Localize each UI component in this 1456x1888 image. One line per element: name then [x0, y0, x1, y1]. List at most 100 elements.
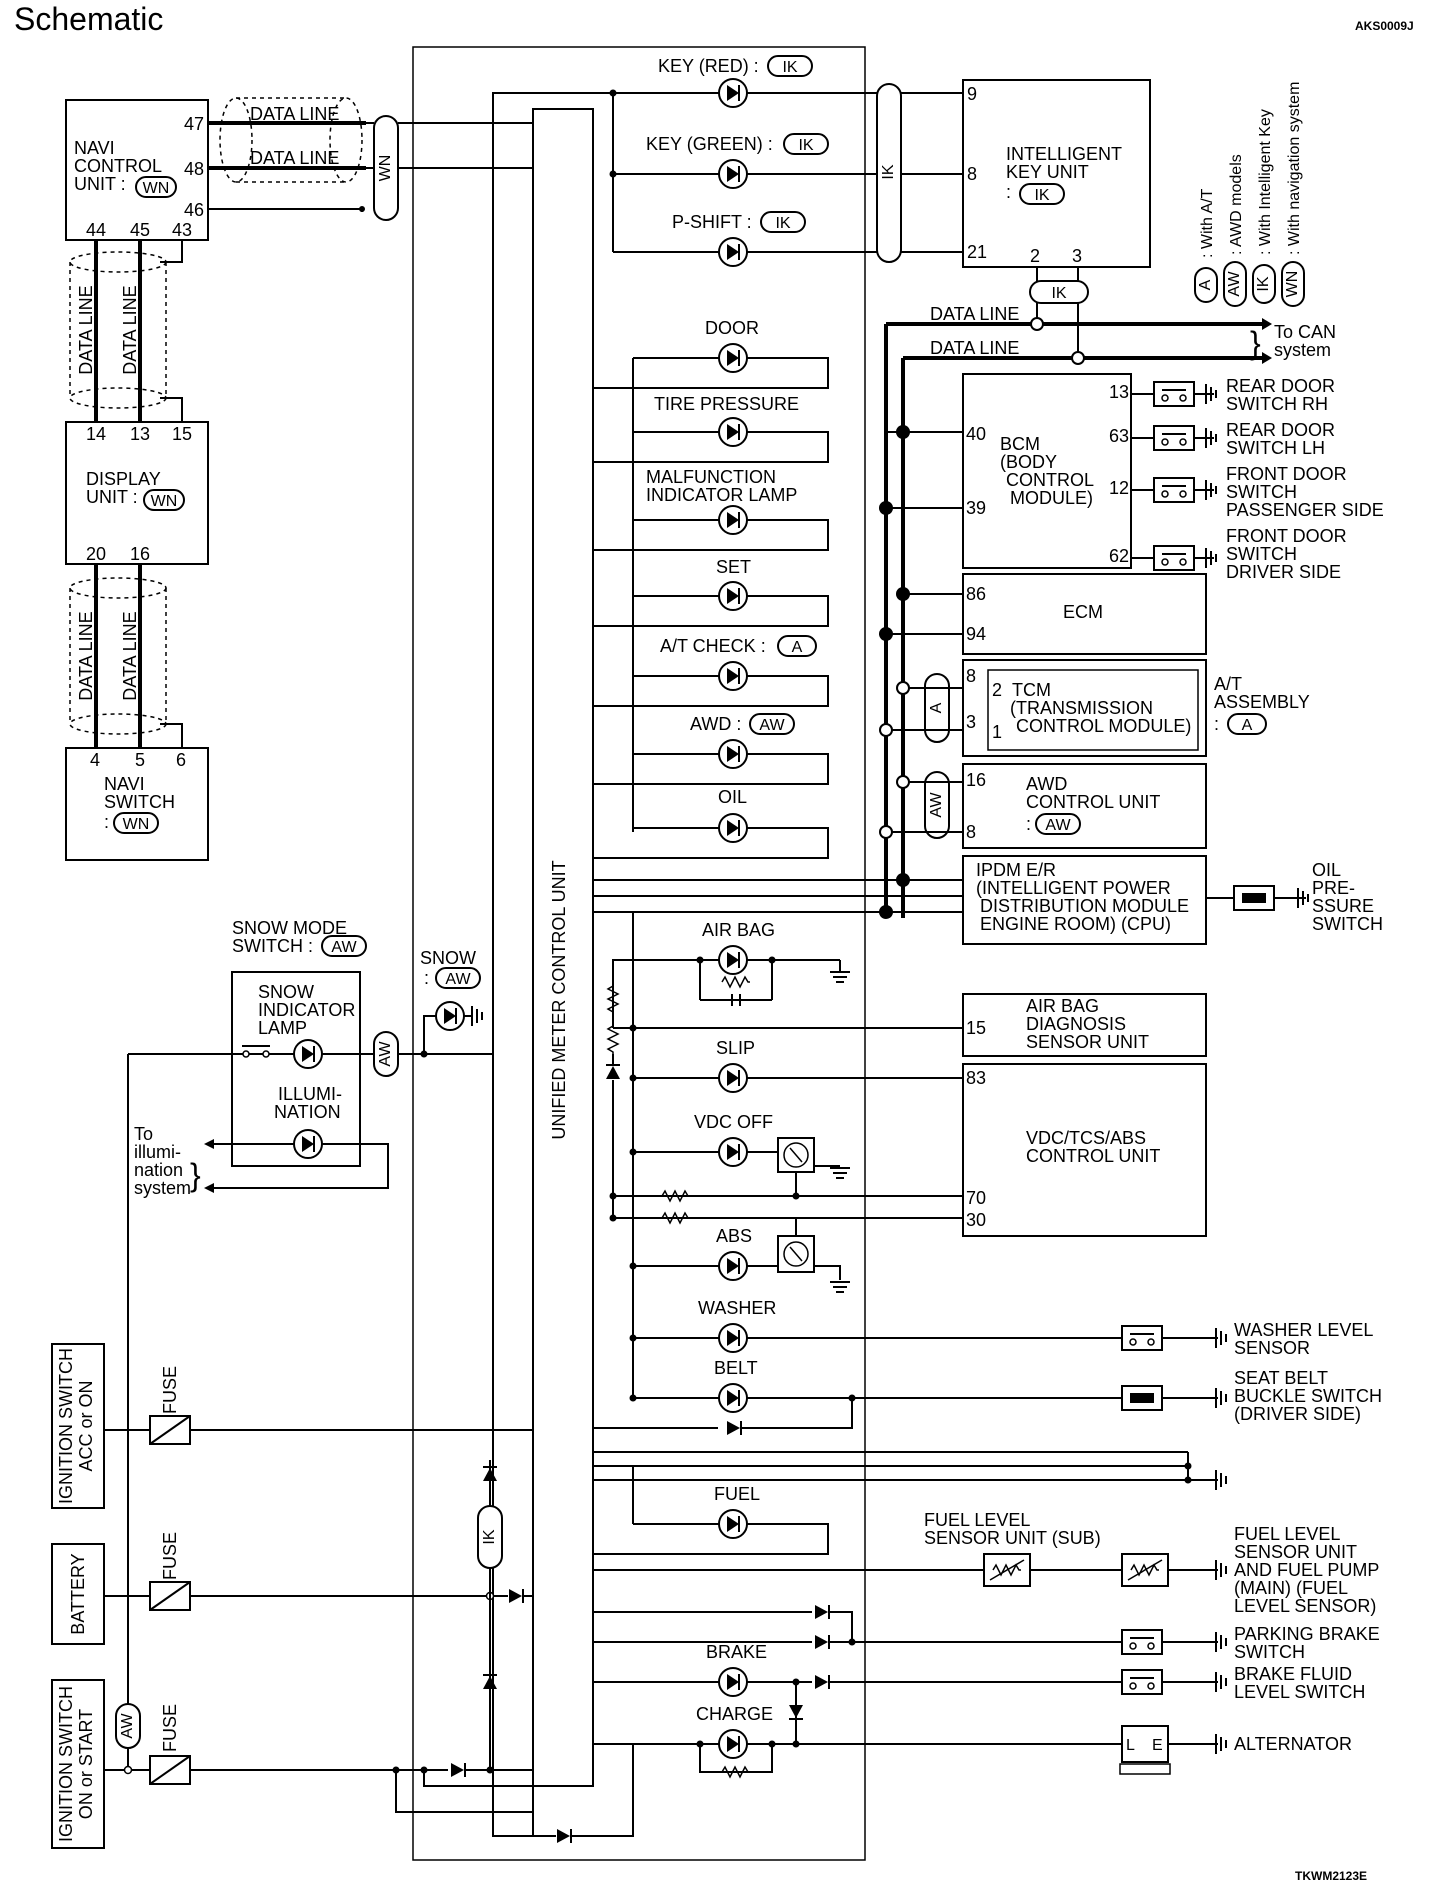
ipdm-label-4: ENGINE ROOM) (CPU) — [980, 914, 1171, 934]
snow-mode-1: SNOW MODE — [232, 918, 347, 938]
navi-control-label-2: CONTROL — [74, 156, 162, 176]
to-can-label-1: To CAN — [1274, 322, 1336, 342]
legend-text-wn: : With navigation system — [1286, 82, 1303, 255]
snow-mode-2: SWITCH : — [232, 936, 313, 956]
washer-level-1: WASHER LEVEL — [1234, 1320, 1373, 1340]
tcm-pin-8: 8 — [966, 666, 976, 686]
pin-44: 44 — [86, 220, 106, 240]
front-door-drv-2: SWITCH — [1226, 544, 1297, 564]
ecm: 86 94 ECM — [962, 573, 1207, 655]
ikey-pin-9: 9 — [967, 84, 977, 104]
key-green-label: KEY (GREEN) : — [646, 134, 773, 154]
data-line-label-3: DATA LINE — [76, 285, 96, 374]
vdc-unit: 83 70 30 VDC/TCS/ABS CONTROL UNIT — [962, 1063, 1207, 1237]
display-pin-16: 16 — [130, 544, 150, 564]
bcm-pin-40: 40 — [966, 424, 986, 444]
legend-badge-ik: IK — [1255, 276, 1272, 291]
to-can-label-2: system — [1274, 340, 1331, 360]
key-red-badge: IK — [782, 59, 797, 76]
bcm-label-2: (BODY — [1000, 452, 1057, 472]
ipdm-label-1: IPDM E/R — [976, 860, 1056, 880]
display-badge: WN — [151, 493, 178, 510]
ik-power-connector — [477, 1505, 503, 1569]
ikey-label-3: : — [1006, 182, 1011, 202]
front-door-pass-2: SWITCH — [1226, 482, 1297, 502]
tcm-pin-1: 1 — [992, 722, 1002, 742]
vdc-off-label: VDC OFF — [694, 1112, 773, 1132]
display-unit: 14 13 15 DISPLAY UNIT : WN 20 16 — [65, 421, 209, 565]
legend-badge-wn: WN — [1284, 271, 1301, 298]
battery: BATTERY — [51, 1543, 105, 1645]
washer-label: WASHER — [698, 1298, 776, 1318]
to-illum-2: illumi- — [134, 1142, 181, 1162]
rear-door-lh-1: REAR DOOR — [1226, 420, 1335, 440]
door-label: DOOR — [705, 318, 759, 338]
ik-can-connector — [1029, 280, 1089, 304]
navi-switch: 4 5 6 NAVI SWITCH : WN — [65, 747, 209, 861]
pin-45: 45 — [130, 220, 150, 240]
page-title: Schematic — [14, 1, 163, 37]
pin-46: 46 — [184, 200, 204, 220]
navi-control-label-3: UNIT : — [74, 174, 126, 194]
airbag-unit-3: SENSOR UNIT — [1026, 1032, 1149, 1052]
navi-switch-pin-5: 5 — [135, 750, 145, 770]
vdc-pin-30: 30 — [966, 1210, 986, 1230]
snow-ind-2: INDICATOR — [258, 1000, 355, 1020]
ipdm-label-2: (INTELLIGENT POWER — [976, 878, 1171, 898]
rear-door-rh-2: SWITCH RH — [1226, 394, 1328, 414]
alternator-label: ALTERNATOR — [1234, 1734, 1352, 1754]
pin-43: 43 — [172, 220, 192, 240]
at-assembly-1: A/T — [1214, 674, 1242, 694]
fuel-main-1: FUEL LEVEL — [1234, 1524, 1340, 1544]
parking-brake-2: SWITCH — [1234, 1642, 1305, 1662]
fuel-main-2: SENSOR UNIT — [1234, 1542, 1357, 1562]
awd-unit-label-1: AWD — [1026, 774, 1067, 794]
tire-label: TIRE PRESSURE — [654, 394, 799, 414]
washer-level-2: SENSOR — [1234, 1338, 1310, 1358]
front-door-drv-3: DRIVER SIDE — [1226, 562, 1341, 582]
can-data-line-2: DATA LINE — [930, 338, 1019, 358]
snow-mode-badge: AW — [331, 939, 357, 956]
front-door-drv-1: FRONT DOOR — [1226, 526, 1347, 546]
snow-ind-1: SNOW — [258, 982, 314, 1002]
intelligent-key-unit: 9 8 21 2 3 INTELLIGENT KEY UNIT : IK — [962, 79, 1151, 268]
illum-2: NATION — [274, 1102, 341, 1122]
tcm-label-2: (TRANSMISSION — [1010, 698, 1153, 718]
awd-unit-label-3: : — [1026, 814, 1031, 834]
fuel-main-5: LEVEL SENSOR) — [1234, 1596, 1376, 1616]
vdc-unit-2: CONTROL UNIT — [1026, 1146, 1160, 1166]
tcm-pin-2: 2 — [992, 680, 1002, 700]
mil-label-2: INDICATOR LAMP — [646, 485, 797, 505]
legend-item-wn: WN : With navigation system — [1281, 82, 1305, 307]
ik-connector — [876, 83, 902, 263]
at-assembly-2: ASSEMBLY — [1214, 692, 1310, 712]
ign-aw-connector — [115, 1703, 141, 1749]
ign-start-2: ON or START — [76, 1709, 96, 1819]
belt-label: BELT — [714, 1358, 758, 1378]
brake-label: BRAKE — [706, 1642, 767, 1662]
awd-aw-connector — [924, 771, 950, 839]
ign-acc-2: ACC or ON — [76, 1380, 96, 1471]
display-pin-13: 13 — [130, 424, 150, 444]
display-label-1: DISPLAY — [86, 469, 161, 489]
ik-power-badge: IK — [481, 1529, 498, 1544]
legend-item-a: A : With A/T — [1194, 188, 1218, 303]
at-check-badge: A — [792, 639, 803, 656]
bcm: 40 39 13 63 12 62 BCM (BODY CONTROL MODU… — [962, 373, 1132, 569]
bcm-label-1: BCM — [1000, 434, 1040, 454]
meter-control-bar — [532, 108, 594, 1787]
ikey-pin-8: 8 — [967, 164, 977, 184]
tcm-a-badge: A — [928, 702, 945, 713]
bcm-pin-13: 13 — [1109, 382, 1129, 402]
ignition-start: IGNITION SWITCH ON or START — [51, 1679, 105, 1849]
display-pin-14: 14 — [86, 424, 106, 444]
legend-badge-aw: AW — [1226, 271, 1243, 297]
key-green-badge: IK — [798, 137, 813, 154]
awd-label: AWD : — [690, 714, 741, 734]
navi-switch-pin-4: 4 — [90, 750, 100, 770]
snow-aw-badge: AW — [377, 1041, 394, 1067]
illum-brace: } — [190, 1157, 201, 1193]
alternator-box — [1121, 1725, 1169, 1763]
figure-code: AKS0009J — [1355, 19, 1414, 33]
parking-brake-1: PARKING BRAKE — [1234, 1624, 1380, 1644]
